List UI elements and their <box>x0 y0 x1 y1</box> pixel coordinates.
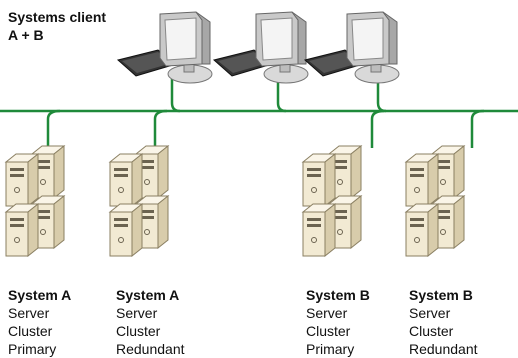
server-kind: Cluster <box>306 323 351 339</box>
server-name: System A <box>116 287 180 303</box>
clients-layer <box>116 11 400 84</box>
server-tier: Redundant <box>116 341 185 357</box>
clients-title: Systems client A + B <box>8 8 106 44</box>
client-drop-cable <box>376 78 387 113</box>
server-cluster-icon <box>108 144 170 258</box>
server-label-3: System B Server Cluster Primary <box>306 286 370 358</box>
servers-layer <box>4 144 466 258</box>
server-label-1: System A Server Cluster Primary <box>8 286 71 358</box>
workstation-icon <box>116 11 213 84</box>
server-role: Server <box>306 305 348 321</box>
workstation-icon <box>303 11 400 84</box>
client-drop-cable <box>170 78 181 113</box>
server-cluster-icon <box>404 144 466 258</box>
server-drop-cable <box>470 109 485 148</box>
server-role: Server <box>409 305 451 321</box>
server-name: System A <box>8 287 72 303</box>
server-label-4: System B Server Cluster Redundant <box>409 286 478 358</box>
server-drop-cable <box>46 109 61 148</box>
server-drop-cable <box>153 109 168 148</box>
network-cabling <box>0 78 518 148</box>
server-cluster-icon <box>301 144 363 258</box>
server-tier: Redundant <box>409 341 478 357</box>
server-role: Server <box>116 305 158 321</box>
server-cluster-icon <box>4 144 66 258</box>
workstation-icon <box>212 11 309 84</box>
server-tier: Primary <box>8 341 57 357</box>
server-kind: Cluster <box>409 323 454 339</box>
clients-title-line1: Systems client <box>8 9 107 25</box>
server-name: System B <box>306 287 370 303</box>
server-tier: Primary <box>306 341 355 357</box>
server-kind: Cluster <box>8 323 53 339</box>
server-name: System B <box>409 287 473 303</box>
client-drop-cable <box>276 78 287 113</box>
server-kind: Cluster <box>116 323 161 339</box>
server-drop-cable <box>370 109 385 148</box>
clients-title-line2: A + B <box>8 27 44 43</box>
server-role: Server <box>8 305 50 321</box>
server-label-2: System A Server Cluster Redundant <box>116 286 185 358</box>
